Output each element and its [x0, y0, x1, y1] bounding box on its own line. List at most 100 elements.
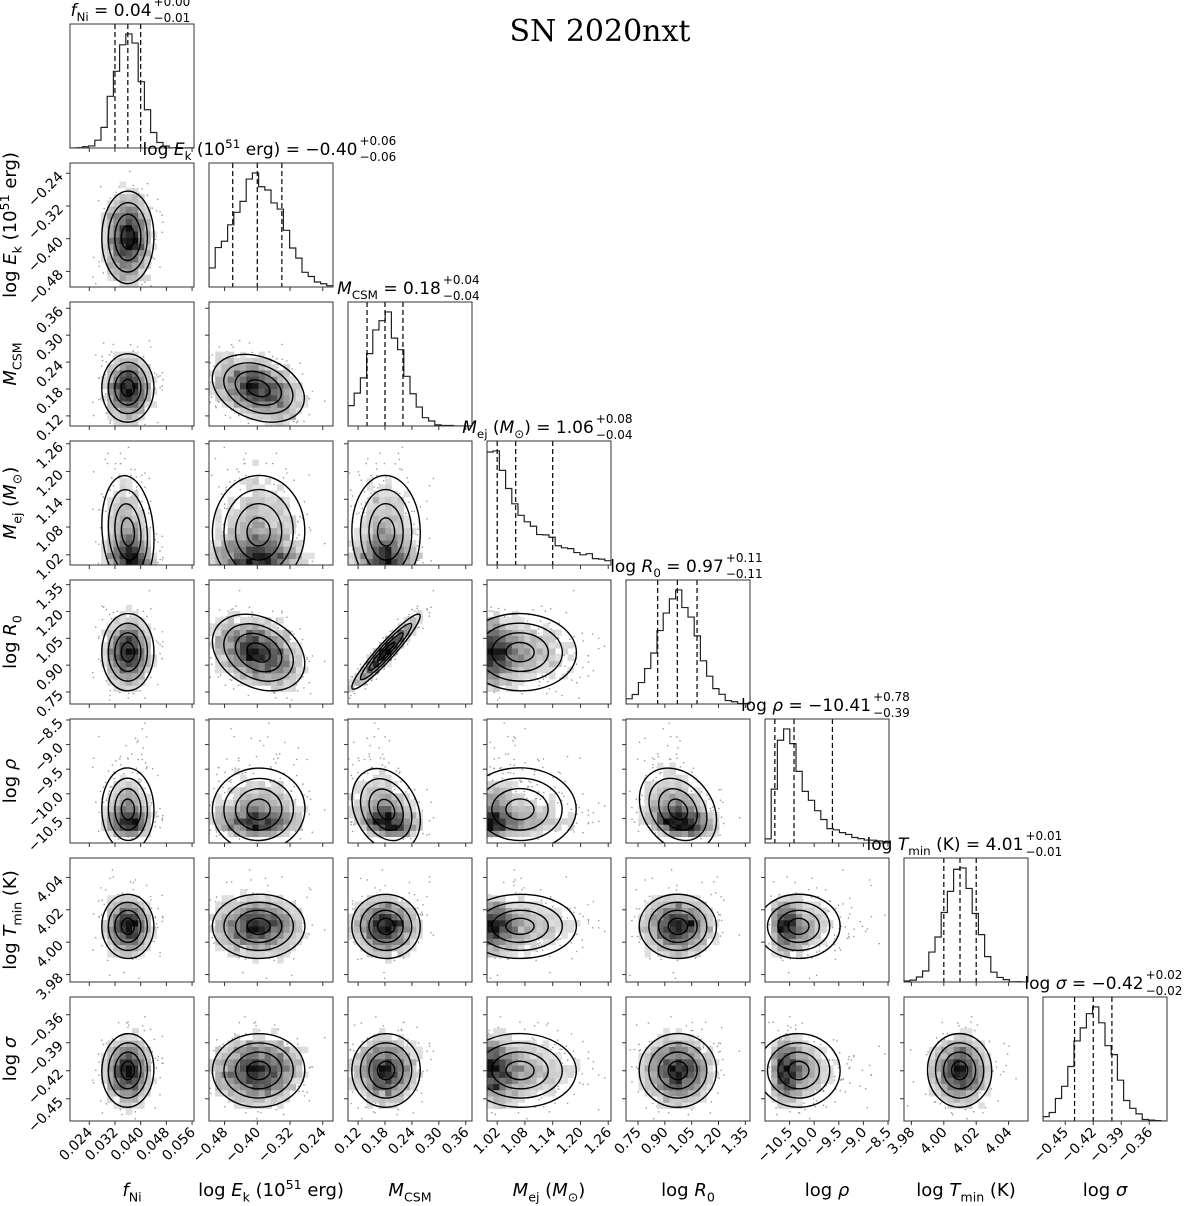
density-bin: [113, 527, 120, 535]
density-bin: [240, 395, 247, 402]
density-bin: [295, 401, 303, 408]
density-bin: [113, 503, 120, 510]
density-bin: [119, 181, 127, 189]
density-bin: [354, 534, 361, 541]
sample-point: [406, 477, 409, 479]
density-bin: [372, 534, 380, 541]
density-bin: [132, 642, 139, 649]
density-bin: [132, 521, 139, 529]
density-bin: [119, 623, 127, 630]
density-bin: [366, 484, 374, 491]
density-bin: [289, 515, 297, 522]
density-bin: [264, 552, 272, 560]
density-bin: [277, 558, 284, 565]
sample-point: [98, 658, 100, 661]
density-bin: [209, 382, 216, 390]
sample-point: [98, 265, 100, 268]
density-bin: [227, 515, 235, 522]
density-bin: [125, 395, 133, 402]
density-bin: [240, 478, 247, 485]
density-bin: [391, 509, 398, 516]
density-bin: [277, 407, 284, 414]
density-bin: [144, 370, 151, 377]
density-bin: [264, 407, 272, 414]
sample-point: [397, 452, 400, 455]
sample-point: [303, 501, 306, 503]
sample-point: [221, 493, 223, 495]
sample-point: [223, 503, 226, 505]
density-bin: [215, 642, 222, 649]
sample-point: [98, 398, 100, 401]
sample-point: [271, 462, 274, 465]
label-segment: = 1.06: [531, 418, 594, 438]
sample-point: [226, 507, 228, 510]
density-bin: [107, 515, 114, 522]
sample-point: [209, 401, 212, 403]
sample-point: [136, 346, 139, 348]
density-bin: [246, 407, 253, 414]
sample-point: [308, 660, 311, 663]
density-bin: [372, 558, 380, 565]
density-bin: [107, 231, 114, 238]
density-bin: [138, 370, 145, 377]
density-bin: [215, 521, 222, 529]
density-bin: [125, 351, 133, 359]
contour-line: [101, 353, 155, 423]
density-bin: [233, 673, 241, 680]
density-bin: [271, 660, 278, 668]
sample-point: [358, 474, 361, 476]
y-tick-label: 1.20: [33, 607, 66, 640]
density-bin: [138, 274, 145, 282]
density-bin: [113, 225, 120, 232]
density-bin: [283, 496, 290, 504]
density-bin: [240, 666, 247, 674]
sample-point: [147, 512, 150, 514]
density-bin: [283, 395, 290, 402]
density-bin: [258, 364, 266, 371]
density-bin: [119, 274, 127, 282]
sample-point: [161, 645, 164, 648]
density-bin: [132, 274, 139, 282]
sample-point: [311, 560, 314, 563]
sample-point: [309, 529, 312, 531]
sample-point: [161, 388, 163, 391]
contour-line: [114, 632, 142, 673]
sample-point: [135, 489, 138, 491]
density-bin: [113, 388, 120, 396]
density-bin: [125, 249, 133, 257]
density-bin: [289, 673, 297, 680]
sample-point: [159, 558, 161, 561]
sample-point: [150, 284, 152, 287]
density-bin: [360, 552, 367, 560]
density-bin: [246, 648, 253, 655]
sample-point: [104, 458, 107, 461]
panel-content: [348, 589, 435, 699]
density-bin: [227, 558, 235, 565]
density-bin: [144, 629, 151, 637]
sample-point: [161, 372, 164, 374]
density-bin: [385, 534, 392, 541]
sample-point: [211, 354, 214, 356]
sample-point: [110, 351, 113, 353]
density-bin: [354, 540, 361, 547]
sample-point: [291, 630, 293, 633]
density-bin: [385, 521, 392, 529]
density-bin: [125, 243, 133, 251]
density-bin: [283, 364, 290, 371]
density-bin: [125, 509, 133, 516]
sample-point: [109, 422, 111, 425]
sample-point: [161, 657, 163, 660]
sample-point: [161, 231, 164, 234]
y-tick-label: 0.18: [33, 385, 66, 418]
density-bin: [233, 357, 241, 365]
sample-point: [159, 643, 161, 646]
density-bin: [113, 212, 120, 220]
density-bin: [372, 540, 380, 547]
sample-point: [308, 681, 311, 684]
sample-point: [232, 608, 234, 610]
y-tick-label: 0.75: [33, 688, 66, 721]
sample-point: [159, 652, 161, 655]
sample-point: [128, 492, 131, 494]
density-bin: [107, 382, 114, 390]
density-bin: [144, 364, 151, 371]
